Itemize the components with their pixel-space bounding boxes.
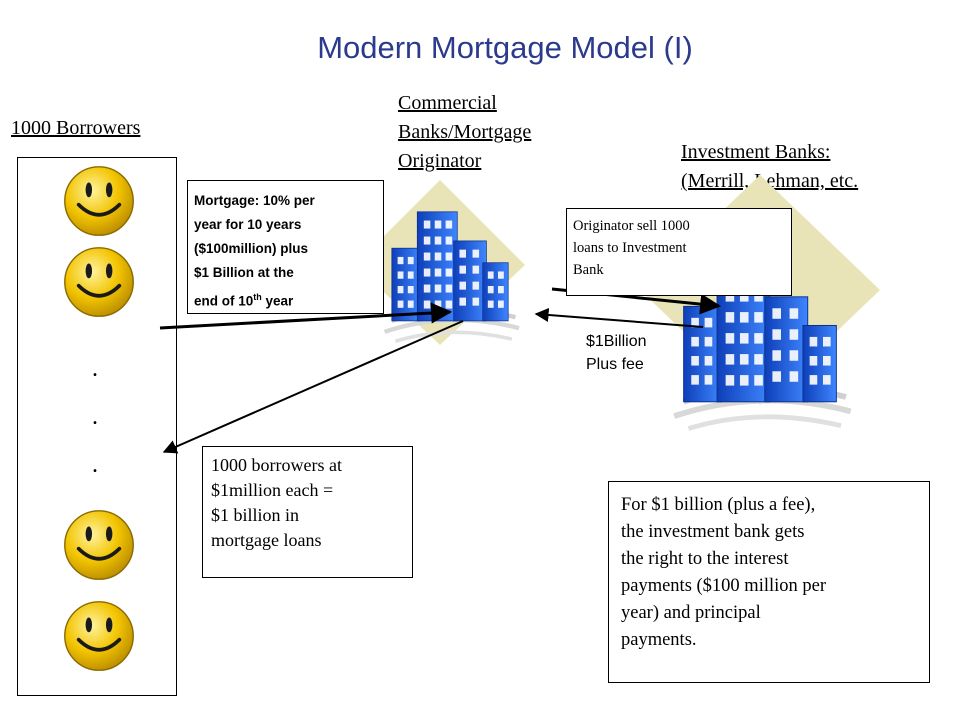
investment-banks-label-line: Investment Banks: bbox=[681, 141, 831, 163]
investment-banks-label: Investment Banks: (Merrill, Lehman, etc. bbox=[681, 138, 858, 196]
result-note-line: the investment bank gets bbox=[621, 522, 805, 542]
sale-note-box: Originator sell 1000 loans to Investment… bbox=[566, 208, 792, 296]
originator-label-line: Originator bbox=[398, 150, 482, 172]
result-note-line: payments. bbox=[621, 630, 697, 650]
mortgage-terms-line: ($100million) plus bbox=[194, 241, 309, 256]
mortgage-terms-line: end of 10th year bbox=[194, 292, 294, 309]
sale-note-line: Bank bbox=[573, 262, 604, 278]
mortgage-terms-line: $1 Billion at the bbox=[194, 265, 294, 280]
originator-building-icon bbox=[355, 180, 525, 345]
mortgage-terms-line: Mortgage: 10% per bbox=[194, 193, 315, 208]
arrow-borrowers-to-originator bbox=[159, 302, 453, 330]
borrowers-box bbox=[17, 157, 177, 696]
result-note-line: payments ($100 million per bbox=[621, 576, 827, 596]
loans-note-line: 1000 borrowers at bbox=[211, 455, 342, 475]
loans-note-line: mortgage loans bbox=[211, 530, 322, 550]
slide-title: Modern Mortgage Model (I) bbox=[317, 30, 693, 65]
investment-banks-label-line: (Merrill, Lehman, etc. bbox=[681, 170, 859, 192]
loans-note-line: $1million each = bbox=[211, 480, 334, 500]
result-note-box: For $1 billion (plus a fee), the investm… bbox=[608, 481, 930, 683]
result-note-line: For $1 billion (plus a fee), bbox=[621, 495, 816, 515]
smiley-icon bbox=[62, 508, 136, 582]
payment-label-line: Plus fee bbox=[586, 356, 644, 373]
result-note-line: year) and principal bbox=[621, 603, 761, 623]
sale-note-line: Originator sell 1000 bbox=[573, 218, 690, 234]
mortgage-terms-line: year for 10 years bbox=[194, 217, 302, 232]
originator-label-line: Banks/Mortgage bbox=[398, 121, 532, 143]
payment-label-line: $1Billion bbox=[586, 333, 647, 350]
arrow-originator-to-borrowers bbox=[162, 320, 464, 454]
smiley-icon bbox=[62, 599, 136, 673]
payment-label: $1Billion Plus fee bbox=[586, 330, 646, 376]
borrowers-ellipsis: ... bbox=[92, 356, 98, 478]
smiley-icon bbox=[62, 164, 136, 238]
sale-note-line: loans to Investment bbox=[573, 240, 687, 256]
borrowers-label: 1000 Borrowers bbox=[11, 117, 141, 139]
originator-label: Commercial Banks/Mortgage Originator bbox=[398, 89, 531, 176]
loans-note-line: $1 billion in bbox=[211, 505, 300, 525]
mortgage-terms-box: Mortgage: 10% per year for 10 years ($10… bbox=[187, 180, 384, 314]
originator-label-line: Commercial bbox=[398, 92, 497, 114]
result-note-line: the right to the interest bbox=[621, 549, 789, 569]
loans-note-box: 1000 borrowers at $1million each = $1 bi… bbox=[202, 446, 413, 578]
arrow-investment-bank-to-originator bbox=[534, 307, 704, 328]
smiley-icon bbox=[62, 245, 136, 319]
